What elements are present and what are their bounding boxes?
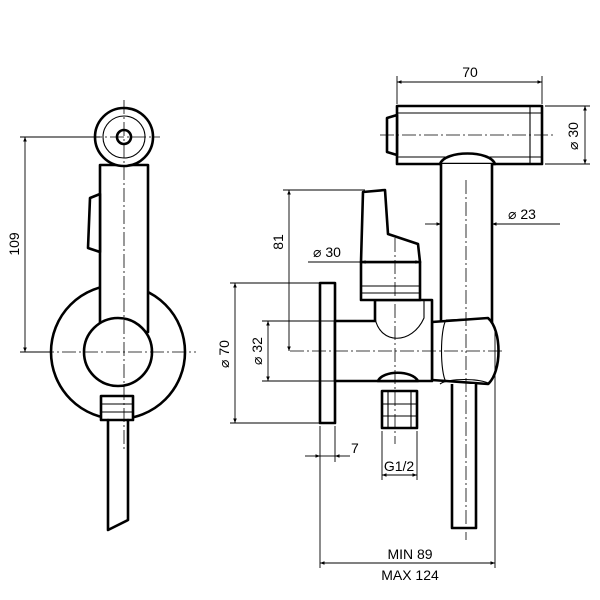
dim-109-label: 109: [6, 232, 22, 256]
dim-81-label: 81: [270, 234, 286, 250]
side-valve-collar: [359, 260, 422, 302]
side-valve-outlet: [376, 371, 420, 383]
side-hose-lower: [450, 384, 478, 530]
dim-dia70-label: ⌀ 70: [216, 340, 232, 368]
dim-min-label: MIN 89: [387, 546, 432, 562]
dim-dia23-label: ⌀ 23: [508, 206, 536, 222]
front-hose: [106, 418, 130, 532]
side-handle-tube: [439, 164, 494, 324]
front-view: 109: [6, 100, 196, 532]
side-outlet-nut: [380, 389, 419, 430]
dim-7-label: 7: [351, 440, 359, 456]
side-wall-flange: [318, 281, 337, 425]
side-view: 70 ⌀ 30 ⌀ 23 ⌀ 30 81 ⌀ 70 ⌀ 32: [216, 64, 590, 583]
front-trigger-lever: [86, 192, 102, 254]
dim-max-label: MAX 124: [381, 567, 439, 583]
side-holder-clamp: [430, 316, 500, 386]
dim-dia32-label: ⌀ 32: [249, 337, 265, 365]
front-hose-nut: [99, 394, 135, 422]
dim-70-label: 70: [462, 64, 478, 80]
dim-dia30-head-label: ⌀ 30: [565, 122, 581, 150]
side-valve-body: [333, 298, 434, 383]
dim-thread-label: G1/2: [384, 458, 415, 474]
dim-dia30-valve-label: ⌀ 30: [313, 244, 341, 260]
side-head-neck: [438, 152, 497, 166]
side-valve-handle: [359, 188, 422, 264]
